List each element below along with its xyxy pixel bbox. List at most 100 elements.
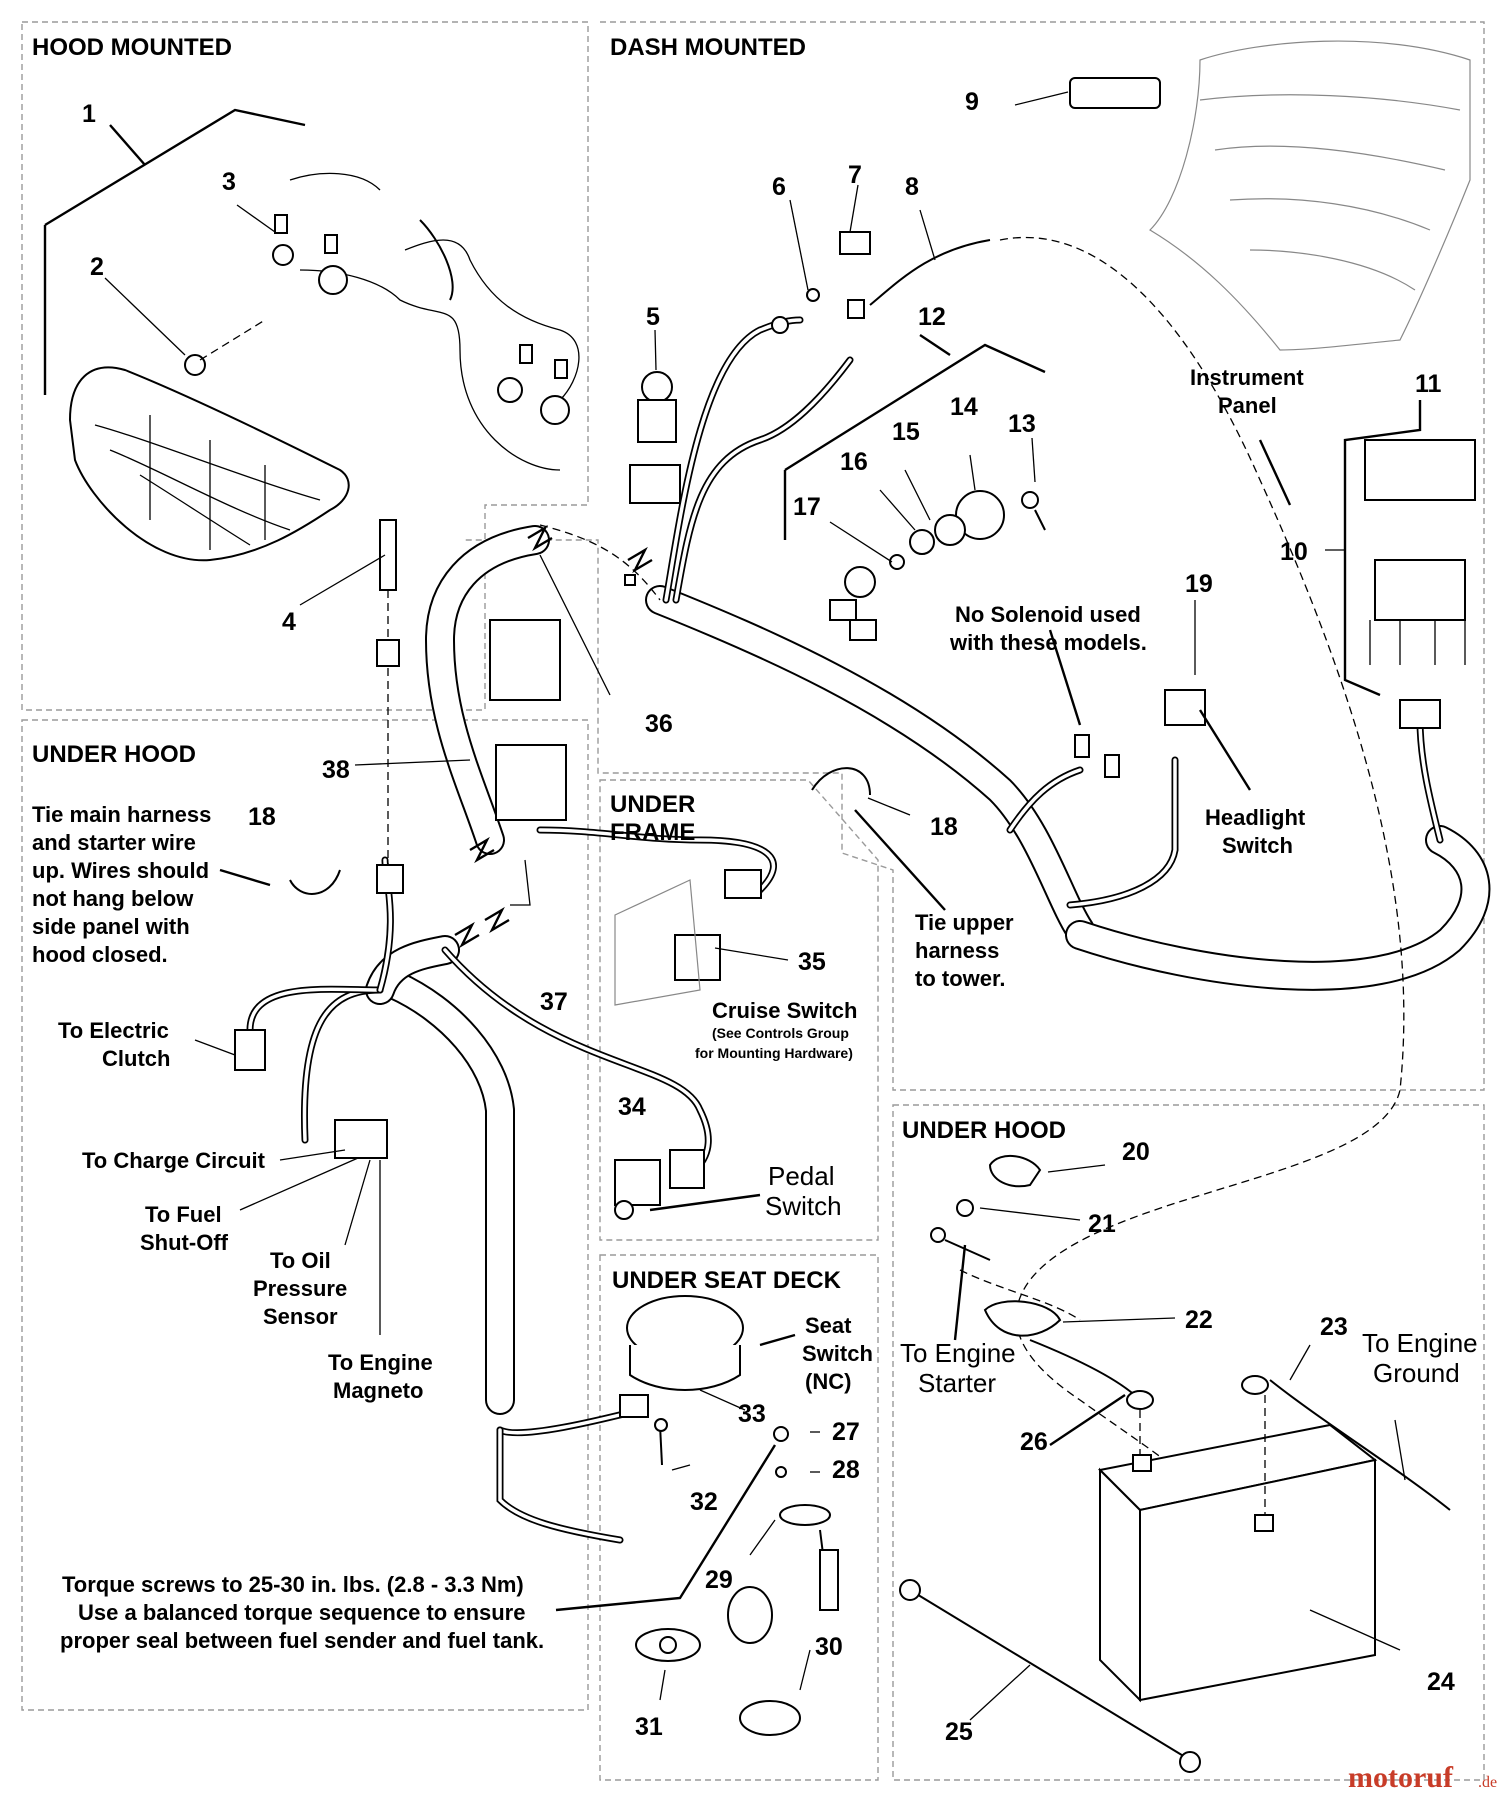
label-cruise-note-1: (See Controls Group: [712, 1025, 849, 1041]
label-tie-main-3: up. Wires should: [32, 858, 209, 883]
callout-37: 37: [540, 988, 568, 1016]
label-torque-1: Torque screws to 25-30 in. lbs. (2.8 - 3…: [62, 1572, 524, 1597]
bulb-icon: [184, 354, 206, 376]
hold-down-rod-25: [909, 1589, 1191, 1761]
cap-30: [739, 1700, 801, 1736]
connector-4: [376, 639, 400, 667]
callout-6: 6: [772, 173, 786, 201]
callout-14: 14: [950, 393, 978, 421]
label-seat-switch-1: Seat: [805, 1313, 852, 1338]
starter-cable-26: [1029, 1339, 1141, 1401]
label-tie-upper-2: harness: [915, 938, 999, 963]
callout-21: 21: [1088, 1210, 1116, 1238]
washer-16: [909, 529, 935, 555]
pto-knob-5: [641, 371, 673, 403]
screw-32: [654, 1418, 668, 1432]
headlight-switch-19: [1164, 689, 1206, 726]
callout-22: 22: [1185, 1306, 1213, 1334]
header-hood-mounted: HOOD MOUNTED: [32, 34, 232, 61]
harness-connectors: [234, 574, 636, 1159]
ignition-switch: [844, 566, 876, 598]
ground-cable-23: [1269, 1379, 1451, 1511]
label-tie-main-1: Tie main harness: [32, 802, 211, 827]
callout-3: 3: [222, 168, 236, 196]
cover-plate-9: [1069, 77, 1161, 109]
label-oil-pressure-2: Pressure: [253, 1276, 347, 1301]
label-oil-pressure-3: Sensor: [263, 1304, 338, 1329]
callout-4: 4: [282, 608, 296, 636]
battery-24: [1139, 1458, 1376, 1702]
callout-1: 1: [82, 100, 96, 128]
header-under-frame-2: FRAME: [610, 819, 695, 846]
label-instrument-panel-1: Instrument: [1190, 365, 1304, 390]
label-engine-magneto-1: To Engine: [328, 1350, 433, 1375]
label-torque-3: proper seal between fuel sender and fuel…: [60, 1628, 544, 1653]
callout-17: 17: [793, 493, 821, 521]
text-labels: Instrument Panel No Solenoid used with t…: [32, 365, 1478, 1653]
hood-shell: [1149, 40, 1471, 351]
label-cruise-note-2: for Mounting Hardware): [695, 1045, 853, 1061]
harness-sleeve-4: [379, 519, 397, 591]
header-under-frame-1: UNDER: [610, 791, 695, 818]
pedal-switch-34: [614, 1159, 661, 1206]
callout-28: 28: [832, 1456, 860, 1484]
callout-34: 34: [618, 1093, 646, 1121]
callout-2: 2: [90, 253, 104, 281]
headlight-assembly: [68, 319, 350, 562]
label-tie-main-2: and starter wire: [32, 830, 196, 855]
callout-20: 20: [1122, 1138, 1150, 1166]
label-seat-switch-2: Switch: [802, 1341, 873, 1366]
label-engine-starter-1: To Engine: [900, 1338, 1016, 1368]
watermark: motoruf .de: [1348, 1761, 1497, 1794]
callout-13: 13: [1008, 410, 1036, 438]
battery-area: [899, 1154, 1451, 1773]
dash-parts: [289, 77, 1476, 895]
washer-28: [775, 1466, 787, 1478]
starter-wire-path: [959, 1269, 1081, 1321]
bezel-14: [955, 490, 1005, 540]
leader-lines: [43, 91, 1422, 1721]
connector-36: [489, 619, 561, 701]
bracket-7: [839, 231, 871, 255]
label-no-solenoid-2: with these models.: [949, 630, 1147, 655]
connector-5: [629, 464, 681, 504]
switch-parts: [614, 869, 762, 1220]
callout-23: 23: [1320, 1313, 1348, 1341]
callout-30: 30: [815, 1633, 843, 1661]
callout-18a: 18: [248, 803, 276, 831]
header-under-seat-deck: UNDER SEAT DECK: [612, 1267, 842, 1294]
label-pedal-switch-1: Pedal: [768, 1161, 835, 1191]
label-pedal-switch-2: Switch: [765, 1191, 842, 1221]
ground-wire-path: [999, 236, 1405, 1501]
callout-12: 12: [918, 303, 946, 331]
callout-35: 35: [798, 948, 826, 976]
callout-27: 27: [832, 1418, 860, 1446]
label-tie-main-6: hood closed.: [32, 942, 168, 967]
charge-connector: [334, 1119, 388, 1159]
callout-31: 31: [635, 1713, 663, 1741]
label-engine-ground-1: To Engine: [1362, 1328, 1478, 1358]
label-no-solenoid-1: No Solenoid used: [955, 602, 1141, 627]
callout-5: 5: [646, 303, 660, 331]
callout-24: 24: [1427, 1668, 1455, 1696]
callout-19: 19: [1185, 570, 1213, 598]
connector-dashed: [539, 524, 661, 601]
terminal-cover-20: [988, 1154, 1042, 1188]
label-tie-upper-1: Tie upper: [915, 910, 1014, 935]
callout-7: 7: [848, 161, 862, 189]
wire-breaks: [454, 524, 653, 949]
callout-38: 38: [322, 756, 350, 784]
seat-deck-parts: [619, 1295, 839, 1736]
label-torque-2: Use a balanced torque sequence to ensure: [78, 1600, 525, 1625]
callout-32: 32: [690, 1488, 718, 1516]
callout-11: 11: [1415, 370, 1442, 398]
label-charge-circuit: To Charge Circuit: [82, 1148, 266, 1173]
label-headlight-switch-2: Switch: [1222, 833, 1293, 858]
label-headlight-switch-1: Headlight: [1205, 805, 1306, 830]
clutch-connector: [234, 1029, 266, 1071]
connector-37: [495, 744, 567, 821]
callout-8: 8: [905, 173, 919, 201]
label-tie-main-4: not hang below: [32, 886, 194, 911]
connector-38: [376, 864, 404, 894]
